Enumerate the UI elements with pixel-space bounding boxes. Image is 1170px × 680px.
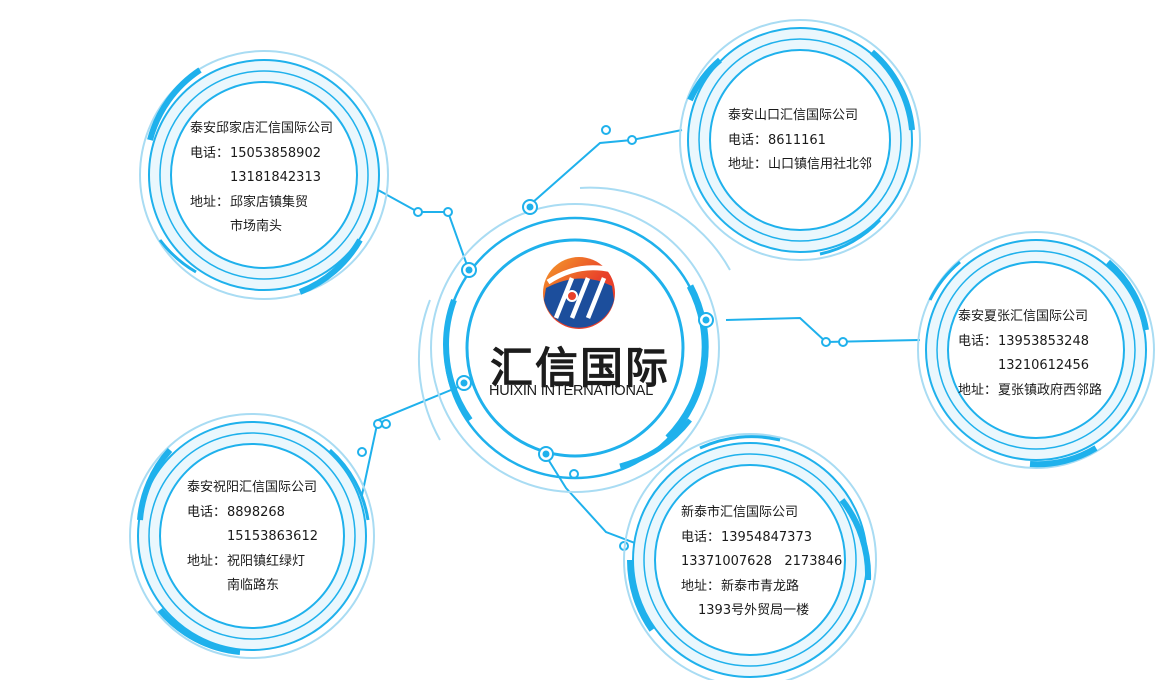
address-label: 地址： bbox=[958, 382, 998, 398]
phone-label: 电话： bbox=[681, 529, 721, 545]
branch-name: 泰安山口汇信国际公司 bbox=[728, 108, 859, 123]
branch-name: 泰安邱家店汇信国际公司 bbox=[190, 121, 334, 136]
huixin-logo-icon bbox=[543, 257, 615, 329]
branch-card-shankou: 泰安山口汇信国际公司 电话：8611161 地址：山口镇信用社北邻 bbox=[728, 104, 872, 178]
address-line: 山口镇信用社北邻 bbox=[768, 157, 873, 172]
branch-circle-qiujiadian bbox=[139, 50, 389, 300]
phone-number: 13181842313 bbox=[230, 170, 321, 185]
branch-card-xintai: 新泰市汇信国际公司 电话：13954847373 13371007628 217… bbox=[681, 501, 842, 624]
branch-card-xiazhang: 泰安夏张汇信国际公司 电话：13953853248 13210612456 地址… bbox=[958, 305, 1102, 403]
branch-circle-shankou bbox=[679, 19, 921, 261]
phone-label: 电话： bbox=[190, 145, 230, 161]
phone-number: 13954847373 bbox=[721, 529, 812, 545]
phone-number: 15153863612 bbox=[227, 529, 318, 544]
phone-number: 8611161 bbox=[768, 132, 826, 148]
phone-numbers-extra: 13371007628 2173846 bbox=[681, 554, 843, 569]
address-line: 1393号外贸局一楼 bbox=[698, 603, 810, 618]
address-line: 市场南头 bbox=[230, 219, 283, 234]
address-label: 地址： bbox=[681, 578, 721, 594]
branch-name: 泰安祝阳汇信国际公司 bbox=[187, 480, 318, 495]
phone-label: 电话： bbox=[187, 504, 227, 520]
phone-label: 电话： bbox=[728, 132, 768, 148]
phone-label: 电话： bbox=[958, 333, 998, 349]
branch-circle-xiazhang bbox=[917, 231, 1155, 469]
brand-name-en: HUIXIN INTERNATIONAL bbox=[489, 383, 654, 399]
address-line: 南临路东 bbox=[227, 578, 280, 593]
phone-number: 8898268 bbox=[227, 504, 285, 520]
branch-name: 新泰市汇信国际公司 bbox=[681, 505, 799, 520]
branch-circle-zhuyang bbox=[129, 413, 375, 659]
phone-number: 13210612456 bbox=[998, 358, 1089, 373]
branch-card-qiujiadian: 泰安邱家店汇信国际公司 电话：15053858902 13181842313 地… bbox=[190, 117, 333, 240]
branch-card-zhuyang: 泰安祝阳汇信国际公司 电话：8898268 15153863612 地址：祝阳镇… bbox=[187, 476, 318, 599]
address-line: 夏张镇政府西邻路 bbox=[998, 382, 1103, 398]
center-hub bbox=[417, 186, 731, 493]
address-line: 祝阳镇红绿灯 bbox=[227, 553, 306, 569]
brand-name-cn: 汇信国际 bbox=[490, 344, 670, 394]
branch-name: 泰安夏张汇信国际公司 bbox=[958, 309, 1089, 324]
address-line: 新泰市青龙路 bbox=[721, 578, 800, 594]
phone-number: 15053858902 bbox=[230, 145, 321, 161]
address-label: 地址： bbox=[187, 553, 227, 569]
phone-number: 13953853248 bbox=[998, 333, 1089, 349]
address-line: 邱家店镇集贸 bbox=[230, 194, 309, 210]
branch-circle-xintai bbox=[623, 433, 877, 680]
address-label: 地址： bbox=[190, 194, 230, 210]
address-label: 地址： bbox=[728, 157, 768, 172]
